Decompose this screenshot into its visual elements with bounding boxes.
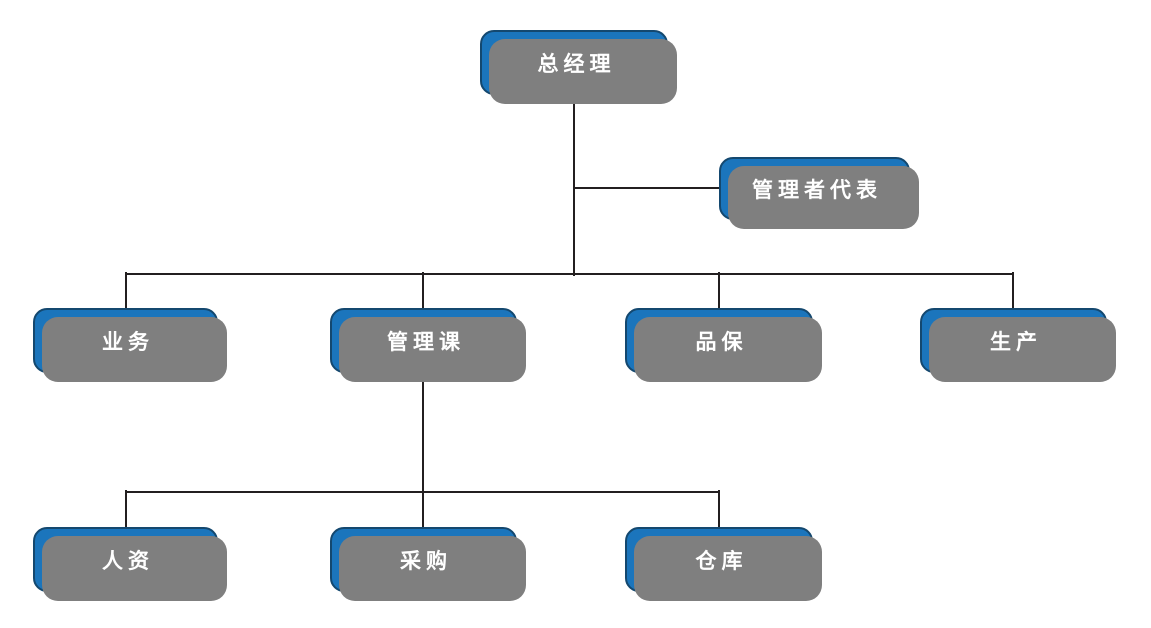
node-business: 业务 — [33, 308, 218, 373]
node-label: 管理者代表 — [752, 178, 882, 202]
node-label: 总经理 — [537, 52, 616, 76]
node-label: 品保 — [695, 330, 748, 354]
node-management-section: 管理课 — [330, 308, 517, 373]
node-production: 生产 — [920, 308, 1107, 373]
node-label: 业务 — [102, 330, 154, 354]
node-label: 管理课 — [387, 330, 465, 354]
node-warehouse: 仓库 — [625, 527, 813, 592]
node-purchasing: 采购 — [330, 527, 517, 592]
node-quality-assurance: 品保 — [625, 308, 813, 373]
node-label: 生产 — [990, 330, 1042, 354]
node-label: 人资 — [102, 549, 154, 573]
node-label: 仓库 — [695, 549, 748, 573]
node-label: 采购 — [400, 549, 452, 573]
node-human-resources: 人资 — [33, 527, 218, 592]
node-management-representative: 管理者代表 — [719, 157, 910, 220]
node-general-manager: 总经理 — [480, 30, 668, 95]
